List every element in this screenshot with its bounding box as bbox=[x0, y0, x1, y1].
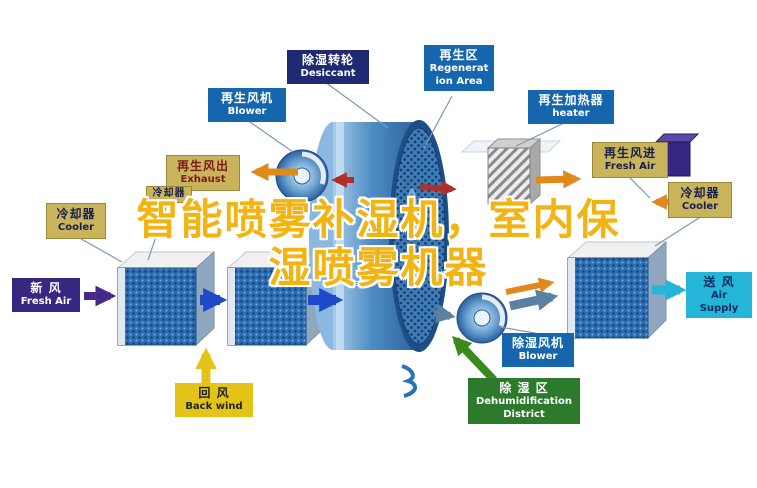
label-cooler-small-zh: 冷却器 bbox=[152, 188, 186, 199]
label-fresh-air: 新 风 Fresh Air bbox=[12, 278, 80, 312]
leader-lines bbox=[75, 81, 703, 335]
label-cooler-left-zh: 冷却器 bbox=[56, 207, 96, 221]
ahu-box-left bbox=[116, 250, 216, 347]
label-regen-blower: 再生风机 Blower bbox=[208, 88, 286, 122]
label-regeneration-area-zh: 再生区 bbox=[439, 48, 479, 62]
label-exhaust-zh: 再生风出 bbox=[176, 159, 229, 173]
label-desiccant: 除湿转轮 Desiccant bbox=[287, 50, 369, 84]
label-cooler-right-en: Cooler bbox=[681, 201, 719, 212]
label-dehumid-blower-zh: 除湿风机 bbox=[511, 336, 564, 350]
label-regen-blower-en: Blower bbox=[227, 106, 267, 117]
label-dehumid-blower: 除湿风机 Blower bbox=[502, 333, 574, 367]
label-regen-heater: 再生加热器 heater bbox=[528, 90, 614, 124]
label-regen-fresh-air-en: Fresh Air bbox=[604, 161, 656, 172]
label-regen-heater-zh: 再生加热器 bbox=[538, 93, 604, 107]
label-desiccant-zh: 除湿转轮 bbox=[301, 53, 354, 67]
label-regen-blower-zh: 再生风机 bbox=[220, 91, 273, 105]
regen-fan bbox=[275, 149, 329, 203]
label-back-wind-zh: 回 风 bbox=[198, 386, 230, 400]
arrow-fan2-to-box3-hot bbox=[505, 277, 555, 295]
flow-arrows bbox=[84, 162, 702, 384]
label-regeneration-area-en: Regeneration Area bbox=[429, 63, 489, 87]
label-regen-fresh-air-zh: 再生风进 bbox=[603, 146, 656, 160]
label-fresh-air-en: Fresh Air bbox=[20, 296, 72, 307]
label-regen-heater-en: heater bbox=[552, 108, 590, 119]
label-exhaust-en: Exhaust bbox=[180, 174, 226, 185]
label-dehumid-district-zh: 除 湿 区 bbox=[499, 381, 549, 395]
label-air-supply-en: Air Supply bbox=[699, 290, 739, 314]
arrow-wheel-to-fan2 bbox=[433, 304, 456, 323]
label-air-supply: 送 风 Air Supply bbox=[686, 272, 752, 318]
arrow-regen-to-heater bbox=[419, 180, 457, 197]
arrow-dehumid-district bbox=[452, 335, 497, 383]
label-desiccant-en: Desiccant bbox=[300, 68, 356, 79]
label-fresh-air-zh: 新 风 bbox=[30, 281, 62, 295]
label-cooler-right-zh: 冷却器 bbox=[680, 186, 720, 200]
label-cooler-left-en: Cooler bbox=[57, 222, 95, 233]
label-back-wind: 回 风 Back wind bbox=[175, 383, 253, 417]
label-cooler-left: 冷却器 Cooler bbox=[46, 203, 106, 239]
arrow-heater-out bbox=[535, 170, 582, 189]
label-cooler-right: 冷却器 Cooler bbox=[668, 182, 732, 218]
label-dehumid-district-en1: Dehumidification bbox=[475, 396, 573, 407]
label-dehumid-district: 除 湿 区 Dehumidification District bbox=[468, 378, 580, 424]
label-back-wind-en: Back wind bbox=[185, 401, 243, 412]
label-air-supply-zh: 送 风 bbox=[703, 275, 735, 289]
dehumid-fan bbox=[456, 292, 508, 344]
label-dehumid-district-en2: District bbox=[503, 408, 545, 420]
arrow-fan2-to-box3 bbox=[509, 289, 559, 311]
label-cooler-small: 冷却器 bbox=[146, 186, 192, 203]
label-regen-fresh-air: 再生风进 Fresh Air bbox=[592, 142, 668, 178]
label-exhaust: 再生风出 Exhaust bbox=[166, 155, 240, 191]
label-regeneration-area: 再生区 Regeneration Area bbox=[424, 45, 494, 91]
label-dehumid-blower-en: Blower bbox=[518, 351, 558, 362]
ahu-box-right bbox=[566, 240, 668, 340]
heater-unit bbox=[460, 137, 562, 206]
desiccant-wheel bbox=[309, 120, 449, 352]
brace-icon bbox=[401, 364, 417, 398]
